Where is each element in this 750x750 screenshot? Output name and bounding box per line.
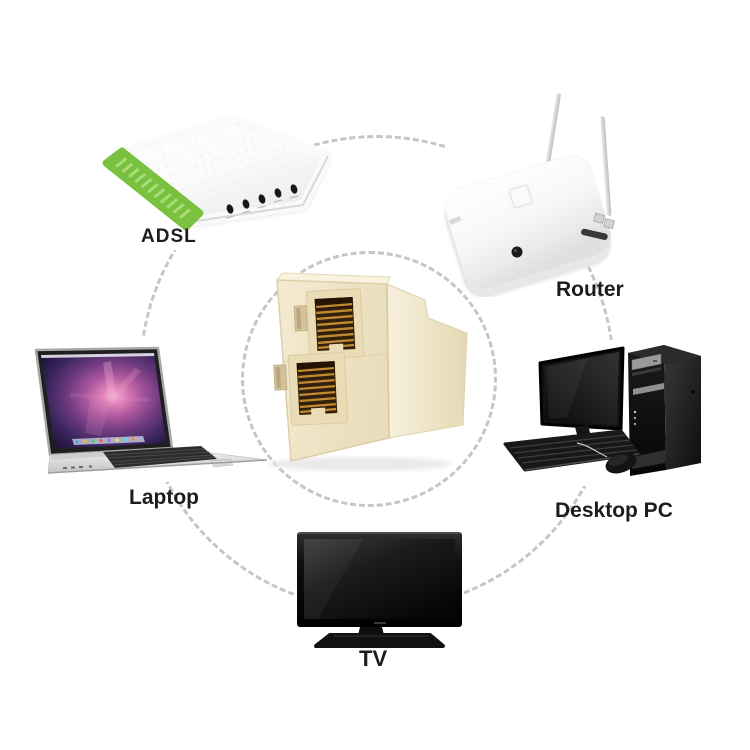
router-side-ports — [593, 212, 615, 229]
tv-stand-base — [314, 633, 445, 648]
router-logo-emboss — [508, 184, 534, 209]
adapter-shadow — [268, 457, 452, 471]
router-body — [444, 154, 612, 290]
tv-image — [294, 526, 466, 657]
laptop-dock-icons — [75, 437, 135, 444]
desktop-pc-image — [497, 337, 717, 514]
pc-mouse-cable — [576, 442, 608, 458]
rj45-splitter-adapter-image — [250, 262, 480, 479]
adsl-modem-image — [88, 105, 338, 260]
laptop-side-ports — [63, 465, 92, 469]
modem-front-edge — [189, 155, 329, 223]
router-label: Router — [556, 278, 624, 301]
adsl-label: ADSL — [141, 226, 197, 247]
pc-optical-drive — [631, 353, 662, 371]
adapter-port-bottom — [273, 352, 349, 426]
modem-led-row — [225, 184, 299, 219]
desktop-pc-label: Desktop PC — [555, 499, 673, 522]
modem-green-ridge-edge — [102, 147, 204, 231]
laptop-screen-wallpaper — [41, 353, 166, 449]
pc-tower — [628, 345, 701, 476]
laptop-front-edge — [47, 459, 268, 474]
adapter-port-top — [293, 288, 365, 360]
laptop-menubar — [41, 353, 155, 358]
tv-screen — [304, 539, 455, 619]
pc-mouse — [576, 442, 637, 474]
router-left-vent — [449, 216, 462, 225]
router-power-port — [511, 246, 523, 258]
tv-label: TV — [359, 646, 388, 671]
pc-front-vent — [633, 383, 664, 395]
router-lan-slot — [581, 228, 608, 240]
tv-logo-badge — [374, 622, 386, 624]
router-image — [440, 82, 650, 302]
pc-monitor-screen — [544, 352, 619, 425]
laptop-image — [15, 338, 275, 495]
laptop-label: Laptop — [129, 486, 199, 509]
adapter-port-bottom-pins — [297, 366, 337, 414]
pc-monitor — [538, 346, 625, 458]
inner-connection-circle — [241, 251, 497, 507]
laptop-keyboard — [103, 446, 217, 468]
router-antenna-right — [600, 116, 612, 216]
adapter-rear-block — [386, 283, 468, 439]
